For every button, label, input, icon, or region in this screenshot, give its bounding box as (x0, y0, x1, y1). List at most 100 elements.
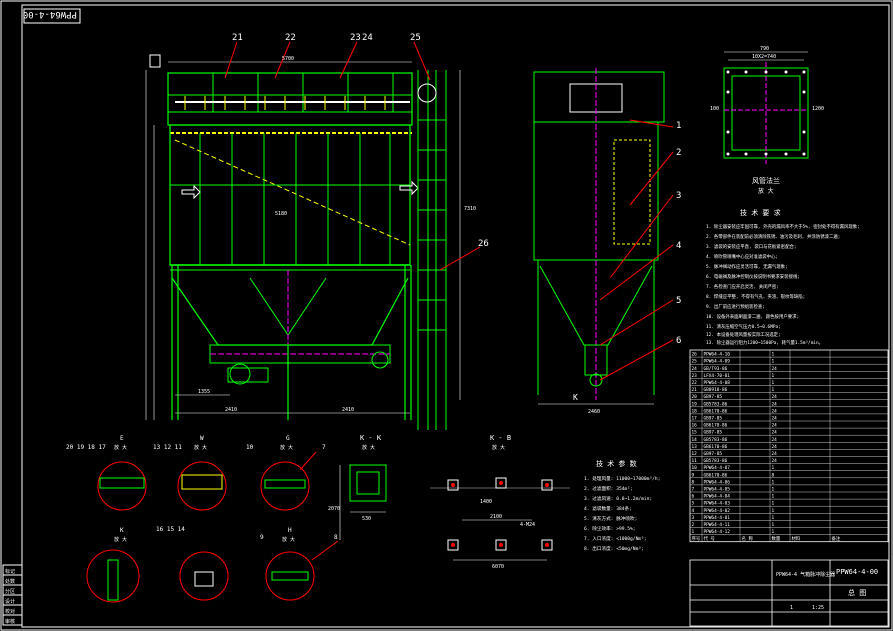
tech2-line: 2. 过滤面积: 354m²; (584, 485, 633, 492)
strip-label: 处数 (5, 578, 15, 585)
dim-left-half: 2410 (225, 407, 237, 413)
side-callout-2: 2 (676, 148, 681, 158)
bom-cell: GB/T93-86 (704, 366, 728, 372)
bom-cell: GB5783-86 (704, 401, 728, 407)
detail-h-extra: 8 (334, 534, 338, 541)
detail-h-scale: 放 大 (282, 536, 295, 543)
bom-cell: 24 (772, 451, 778, 457)
bom-cell: 24 (692, 366, 698, 372)
dim-right-half: 2410 (342, 407, 354, 413)
bom-cell: PPW64-4-02 (704, 508, 731, 514)
flange-dim-left: 100 (710, 106, 719, 112)
section-kb-dim: 1400 (480, 499, 492, 505)
tech-line: 12. 本设备处理风量按实际工况选定; (706, 331, 781, 338)
bom-cell: 25 (692, 359, 698, 365)
bom-cell: 24 (772, 423, 778, 429)
bom-cell: 14 (692, 437, 698, 443)
bom-cell: 24 (772, 366, 778, 372)
bom-cell: PPW64-4-03 (704, 501, 731, 507)
dim-height-total: 7310 (464, 206, 476, 212)
bom-cell: PPW64-4-09 (704, 359, 731, 365)
bom-cell: PPW64-4-08 (704, 380, 731, 386)
callout-23: 23 (350, 33, 361, 43)
bom-cell: 23 (692, 373, 698, 379)
bom-cell: PPW64-4-01 (704, 515, 731, 521)
detail-w-scale: 放 大 (194, 444, 207, 451)
tech-line: 13. 除尘器运行阻力1200~1500Pa, 耗气量1.5m³/min。 (706, 339, 823, 346)
tech-line: 5. 脉冲阀动作应灵活可靠, 无漏气现象; (706, 263, 788, 270)
bom-cell: GB6170-86 (704, 408, 728, 414)
bom-header-cell: 数量 (772, 535, 781, 542)
callout-26: 26 (478, 239, 489, 249)
bom-cell: 2 (692, 522, 695, 528)
bom-cell: 15 (692, 430, 698, 436)
strip-label: 设计 (5, 598, 15, 605)
callout-24: 24 (362, 33, 373, 43)
side-callout-6: 6 (676, 336, 681, 346)
bom-cell: 1 (692, 529, 695, 535)
callout-22: 22 (285, 33, 296, 43)
bom-cell: 7 (692, 487, 695, 493)
bom-header-cell: 名 称 (742, 535, 754, 542)
callout-21: 21 (232, 33, 243, 43)
tech-line: 8. 焊缝应平整, 不得有气孔、夹渣、裂纹等缺陷; (706, 293, 805, 300)
bom-cell: 11 (692, 458, 698, 464)
bom-cell: 4 (692, 508, 695, 514)
bom-cell: 9 (692, 472, 695, 478)
bom-cell: 26 (692, 352, 698, 358)
bom-cell: PPW64-4-04 (704, 494, 731, 500)
tech-line: 1. 除尘器安装应牢固可靠, 外壳的漏风率不大于5%, 密封处不得有漏风现象; (706, 223, 860, 230)
bom-cell: LFX4-70-01 (704, 373, 731, 379)
bom-cell: GB97-85 (704, 394, 723, 400)
bom-cell: 1 (772, 479, 775, 485)
detail-h-nums: 9 (260, 534, 264, 541)
bom-cell: 5 (692, 501, 695, 507)
strip-label: 标记 (5, 568, 15, 575)
bom-cell: PPW64-4-07 (704, 465, 731, 471)
side-callout-1: 1 (676, 121, 681, 131)
bom-cell: 17 (692, 416, 698, 422)
title-scale: 1:25 (812, 605, 824, 611)
flange-title: 风管法兰 (752, 176, 780, 185)
bom-cell: GB5783-86 (704, 437, 728, 443)
bom-cell: 1 (772, 487, 775, 493)
bom-cell: GB6170-86 (704, 472, 728, 478)
bom-cell: GB6170-86 (704, 423, 728, 429)
bom-cell: PPW64-4-12 (704, 529, 731, 535)
side-view (533, 68, 674, 405)
detail-g-extra: 7 (322, 444, 326, 451)
flange-dim-right: 1200 (812, 106, 824, 112)
bom-cell: 13 (692, 444, 698, 450)
bom-cell: 1 (772, 522, 775, 528)
bom-cell: PPW64-4-05 (704, 487, 731, 493)
bom-header-cell: 备注 (832, 535, 841, 542)
title-code: PPW64-4-00 (836, 568, 878, 576)
bom-cell: 24 (772, 437, 778, 443)
side-callout-3: 3 (676, 191, 681, 201)
flange-dim-top2: 10X2=740 (752, 54, 776, 60)
flange-scale: 放 大 (758, 187, 774, 195)
bom-cell: 1 (772, 508, 775, 514)
detail-w-title: W (200, 435, 204, 442)
title-name: 总 图 (848, 588, 866, 597)
bom-cell: 16 (692, 423, 698, 429)
section-kb-dim: 6070 (492, 564, 504, 570)
bom-header-cell: 代 号 (704, 535, 716, 542)
side-callout-5: 5 (676, 296, 681, 306)
tech2-line: 8. 出口浓度: <50mg/Nm³; (584, 545, 644, 552)
side-label-k: K (573, 393, 578, 402)
bom-cell: 1 (772, 380, 775, 386)
tech2-line: 5. 清灰方式: 脉冲喷吹; (584, 515, 637, 522)
bom-cell: GB97-85 (704, 430, 723, 436)
corner-tag: PPW64-4-00 (23, 9, 77, 19)
tech-line: 11. 清灰压缩空气压力0.5~0.6MPa; (706, 323, 781, 330)
detail-g-scale: 放 大 (280, 444, 293, 451)
tech-line: 10. 设备外表面刷面漆二遍, 颜色按用户要求; (706, 313, 799, 320)
section-kb-scale: 放 大 (492, 444, 505, 451)
bom-cell: 1 (772, 352, 775, 358)
bom-cell: 22 (692, 380, 698, 386)
bom-cell: 8 (692, 479, 695, 485)
tech2-title: 技 术 参 数 (596, 459, 637, 468)
detail-g-title: G (286, 435, 290, 442)
